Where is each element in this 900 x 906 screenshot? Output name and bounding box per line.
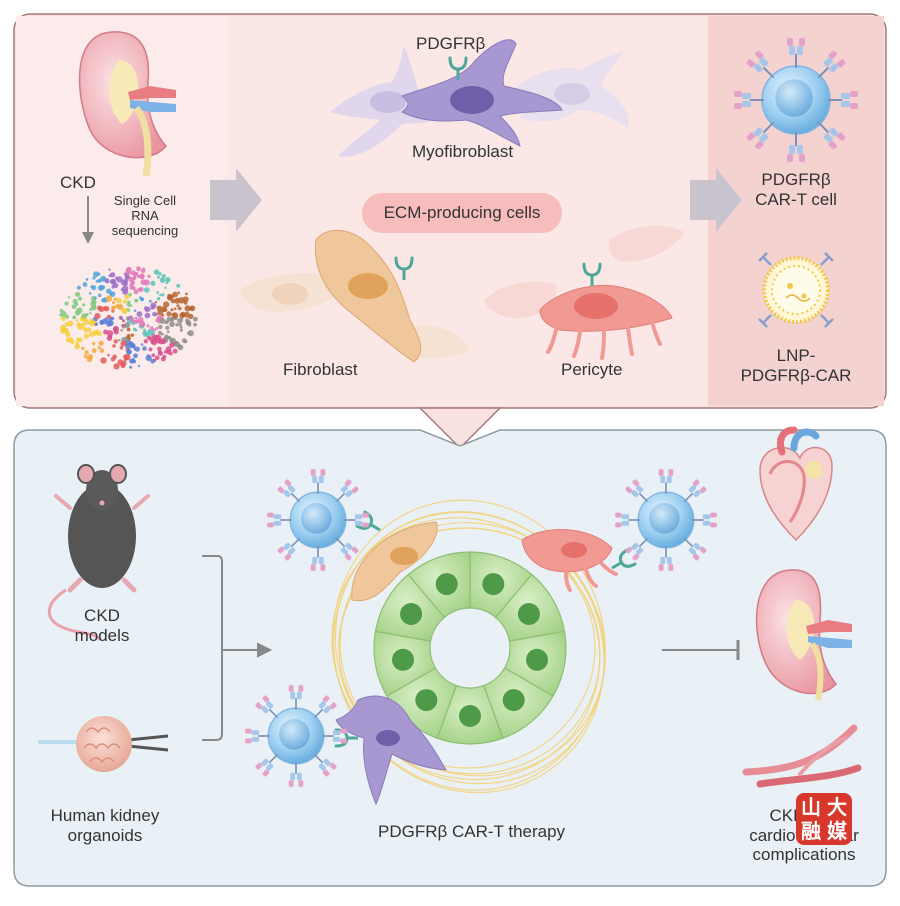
down-arrow — [82, 196, 94, 244]
label-pericyte: Pericyte — [561, 360, 623, 379]
organoid-icon — [38, 716, 169, 772]
label-human-kidney-organoids: Human kidney organoids — [30, 806, 180, 845]
label-lnp-car: LNP- PDGFRβ-CAR — [736, 346, 856, 385]
label-pdgfrb-receptor: PDGFRβ — [416, 34, 486, 53]
watermark-logo: 山大融媒 — [796, 793, 852, 845]
car-t-cell-icon — [733, 37, 859, 163]
lnp-icon — [758, 252, 834, 328]
label-scrna-line1: Single Cell — [113, 193, 177, 208]
label-car-t-therapy: PDGFRβ CAR-T therapy — [378, 822, 566, 841]
fibroblast-cells — [240, 229, 470, 363]
label-ckd: CKD — [60, 173, 96, 192]
label-organoids-line2: organoids — [67, 825, 143, 845]
label-complications-line3: complications — [752, 845, 856, 865]
label-car-t-line2: CAR-T cell — [755, 189, 837, 209]
label-scrna-line3: sequencing — [111, 222, 179, 238]
flow-arrow-2 — [690, 168, 742, 232]
watermark-char-3: 融 — [801, 819, 821, 843]
umap-icon — [59, 266, 198, 370]
blood-vessel-icon — [742, 724, 862, 788]
inhibition-arrow — [662, 640, 740, 660]
mouse-icon — [47, 464, 150, 641]
label-lnp-line1: LNP- — [776, 346, 816, 365]
watermark-char-2: 大 — [827, 795, 847, 819]
flow-arrow-1 — [210, 168, 262, 232]
watermark-char-4: 媒 — [827, 819, 847, 843]
label-fibroblast: Fibroblast — [283, 360, 358, 379]
label-scrna-seq: Single Cell RNA sequencing — [100, 193, 190, 239]
ecm-producing-cells-badge: ECM-producing cells — [362, 193, 562, 233]
watermark-char-1: 山 — [801, 795, 821, 819]
convergence-bracket — [202, 555, 273, 741]
heart-icon — [759, 426, 833, 542]
myofibroblast-cells — [330, 39, 629, 157]
label-scrna-line2: RNA — [131, 207, 159, 223]
kidney-icon — [78, 31, 176, 177]
label-car-t-line1: PDGFRβ — [761, 170, 831, 189]
callout-pointer — [418, 407, 502, 450]
label-ckd-models: CKD models — [62, 606, 142, 645]
label-organoids-line1: Human kidney — [50, 806, 160, 825]
label-ckd-models-line1: CKD — [84, 606, 120, 625]
kidney-icon-small — [755, 569, 852, 701]
label-lnp-line2: PDGFRβ-CAR — [740, 365, 852, 385]
label-car-t-cell: PDGFRβ CAR-T cell — [736, 170, 856, 209]
label-myofibroblast: Myofibroblast — [412, 142, 514, 161]
pericyte-cells — [484, 225, 684, 360]
label-ckd-models-line2: models — [74, 625, 130, 645]
kidney-tubule — [244, 468, 718, 806]
